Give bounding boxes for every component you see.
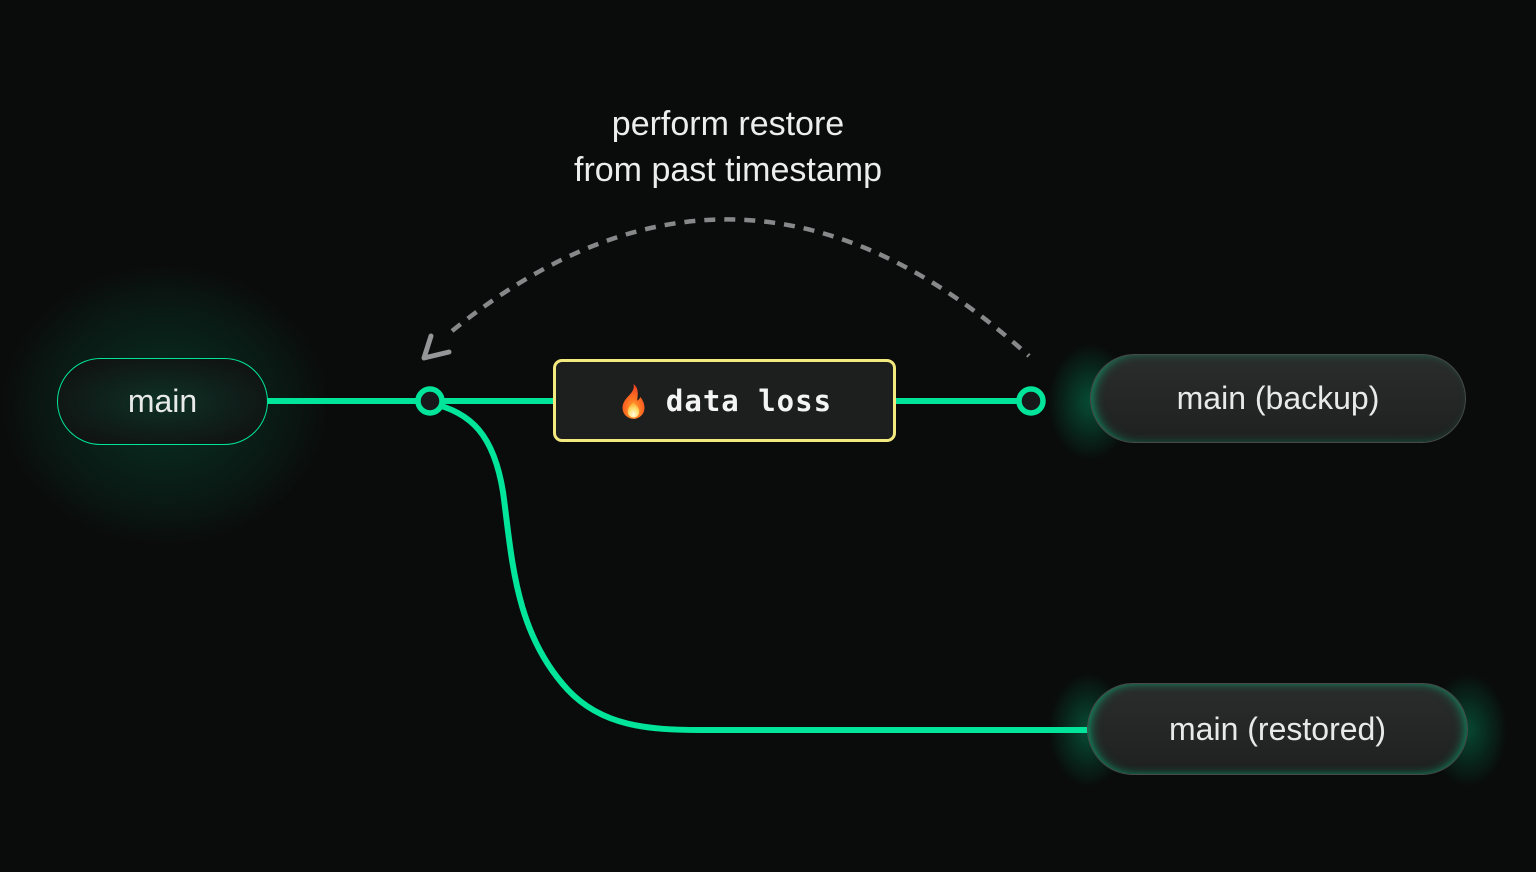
data-loss-box: data loss [553, 359, 896, 442]
branch-curve-restored [427, 400, 1093, 733]
restored-branch-pill: main (restored) [1087, 683, 1468, 775]
main-branch-label: main [127, 383, 198, 419]
commit-node-right [1016, 386, 1046, 416]
fire-icon [622, 383, 645, 419]
backup-branch-label: main (backup) [1176, 380, 1380, 416]
restore-caption-line2: from past timestamp [574, 151, 882, 189]
commit-node-left [415, 386, 445, 416]
restore-caption: perform restore from past timestamp [574, 101, 882, 193]
restore-arrowhead-icon [421, 333, 452, 361]
restore-caption-line1: perform restore [611, 105, 845, 143]
restore-arc [450, 217, 1031, 358]
backup-branch-pill: main (backup) [1090, 354, 1466, 443]
restored-branch-label: main (restored) [1169, 710, 1386, 747]
data-loss-label: data loss [665, 383, 833, 418]
main-branch-pill: main [57, 358, 268, 445]
